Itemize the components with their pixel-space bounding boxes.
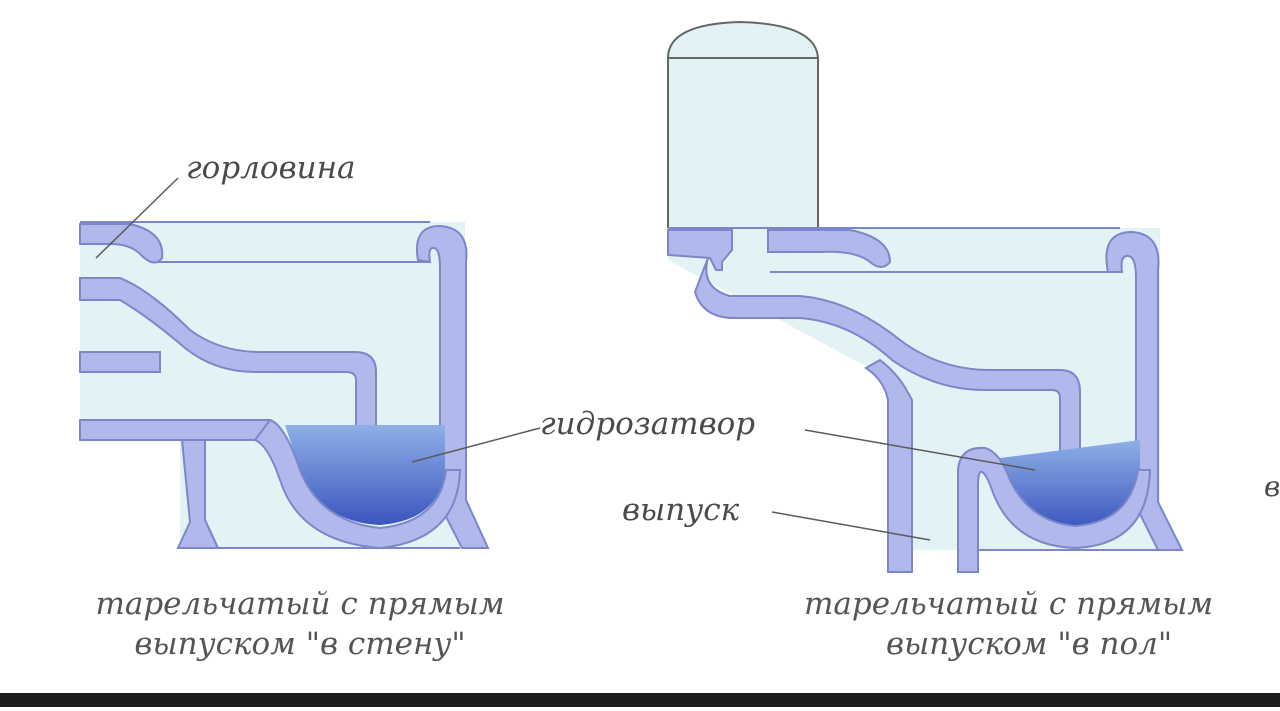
outlet-label: выпуск [622, 492, 740, 528]
outlet-leader [771, 511, 931, 541]
left-back-wall [416, 224, 490, 549]
right-outlet-wall-left [864, 358, 913, 573]
left-outlet-pipe-top [79, 351, 161, 373]
caption-line: выпуском "в стену" [134, 626, 466, 662]
wall-outlet-caption: тарельчатый с прямым выпуском "в стену" [60, 584, 540, 664]
bottom-bar [0, 693, 1280, 707]
leader-lines [95, 177, 1036, 541]
water-seal-leader-left [411, 427, 541, 463]
right-rim-channel [767, 229, 892, 268]
left-bowl-wall [253, 418, 462, 550]
floor-outlet-caption: тарельчатый с прямым выпуском "в пол" [800, 584, 1280, 664]
wall-outlet-toilet [79, 221, 490, 550]
neck-leader [95, 177, 179, 259]
cistern-tank [667, 20, 819, 228]
right-bowl-wall [957, 446, 1152, 573]
water-seal-leader-right [804, 429, 1036, 471]
caption-line: тарельчатый с прямым [804, 586, 1214, 622]
left-water [285, 425, 445, 525]
neck-label: горловина [186, 150, 356, 186]
left-outlet-pipe-bottom [79, 419, 280, 441]
cut-off-letter: в [1264, 470, 1280, 503]
floor-outlet-toilet [667, 20, 1184, 573]
caption-line: тарельчатый с прямым [95, 586, 505, 622]
caption-line: выпуском "в пол" [886, 626, 1173, 662]
left-rim-channel [79, 223, 164, 264]
water-seal-label: гидрозатвор [540, 406, 756, 442]
right-rim-left [667, 229, 733, 271]
